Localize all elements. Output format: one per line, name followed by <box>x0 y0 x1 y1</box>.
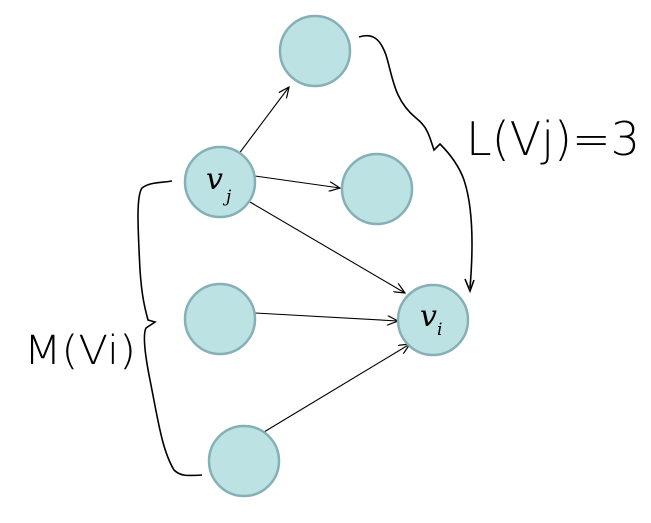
edge-vj-top <box>237 87 289 156</box>
node-vi-subscript: i <box>437 320 442 340</box>
edge-vj-mid-right <box>254 175 340 188</box>
out-links-annotation: L(Vj)=3 <box>466 112 640 166</box>
node-bottom <box>207 424 281 498</box>
edge-bottom-vi <box>263 344 410 433</box>
node-mid-right <box>340 152 414 226</box>
node-vi: v i <box>396 283 470 357</box>
edge-leftmid-vi <box>254 312 398 321</box>
node-left-mid <box>183 282 257 356</box>
left-brace <box>137 180 203 477</box>
node-vj: v j <box>183 145 257 219</box>
in-links-annotation: M(Vi) <box>24 328 136 374</box>
node-top <box>278 14 352 88</box>
node-vi-label: v <box>420 299 437 334</box>
edge-vj-vi <box>249 201 405 293</box>
edges-group <box>237 87 410 433</box>
right-brace-arrowhead <box>464 278 475 294</box>
right-brace <box>358 34 473 289</box>
node-vj-label: v <box>206 162 223 197</box>
nodes-group: v j v i <box>183 14 470 498</box>
node-vj-subscript: j <box>222 187 232 207</box>
